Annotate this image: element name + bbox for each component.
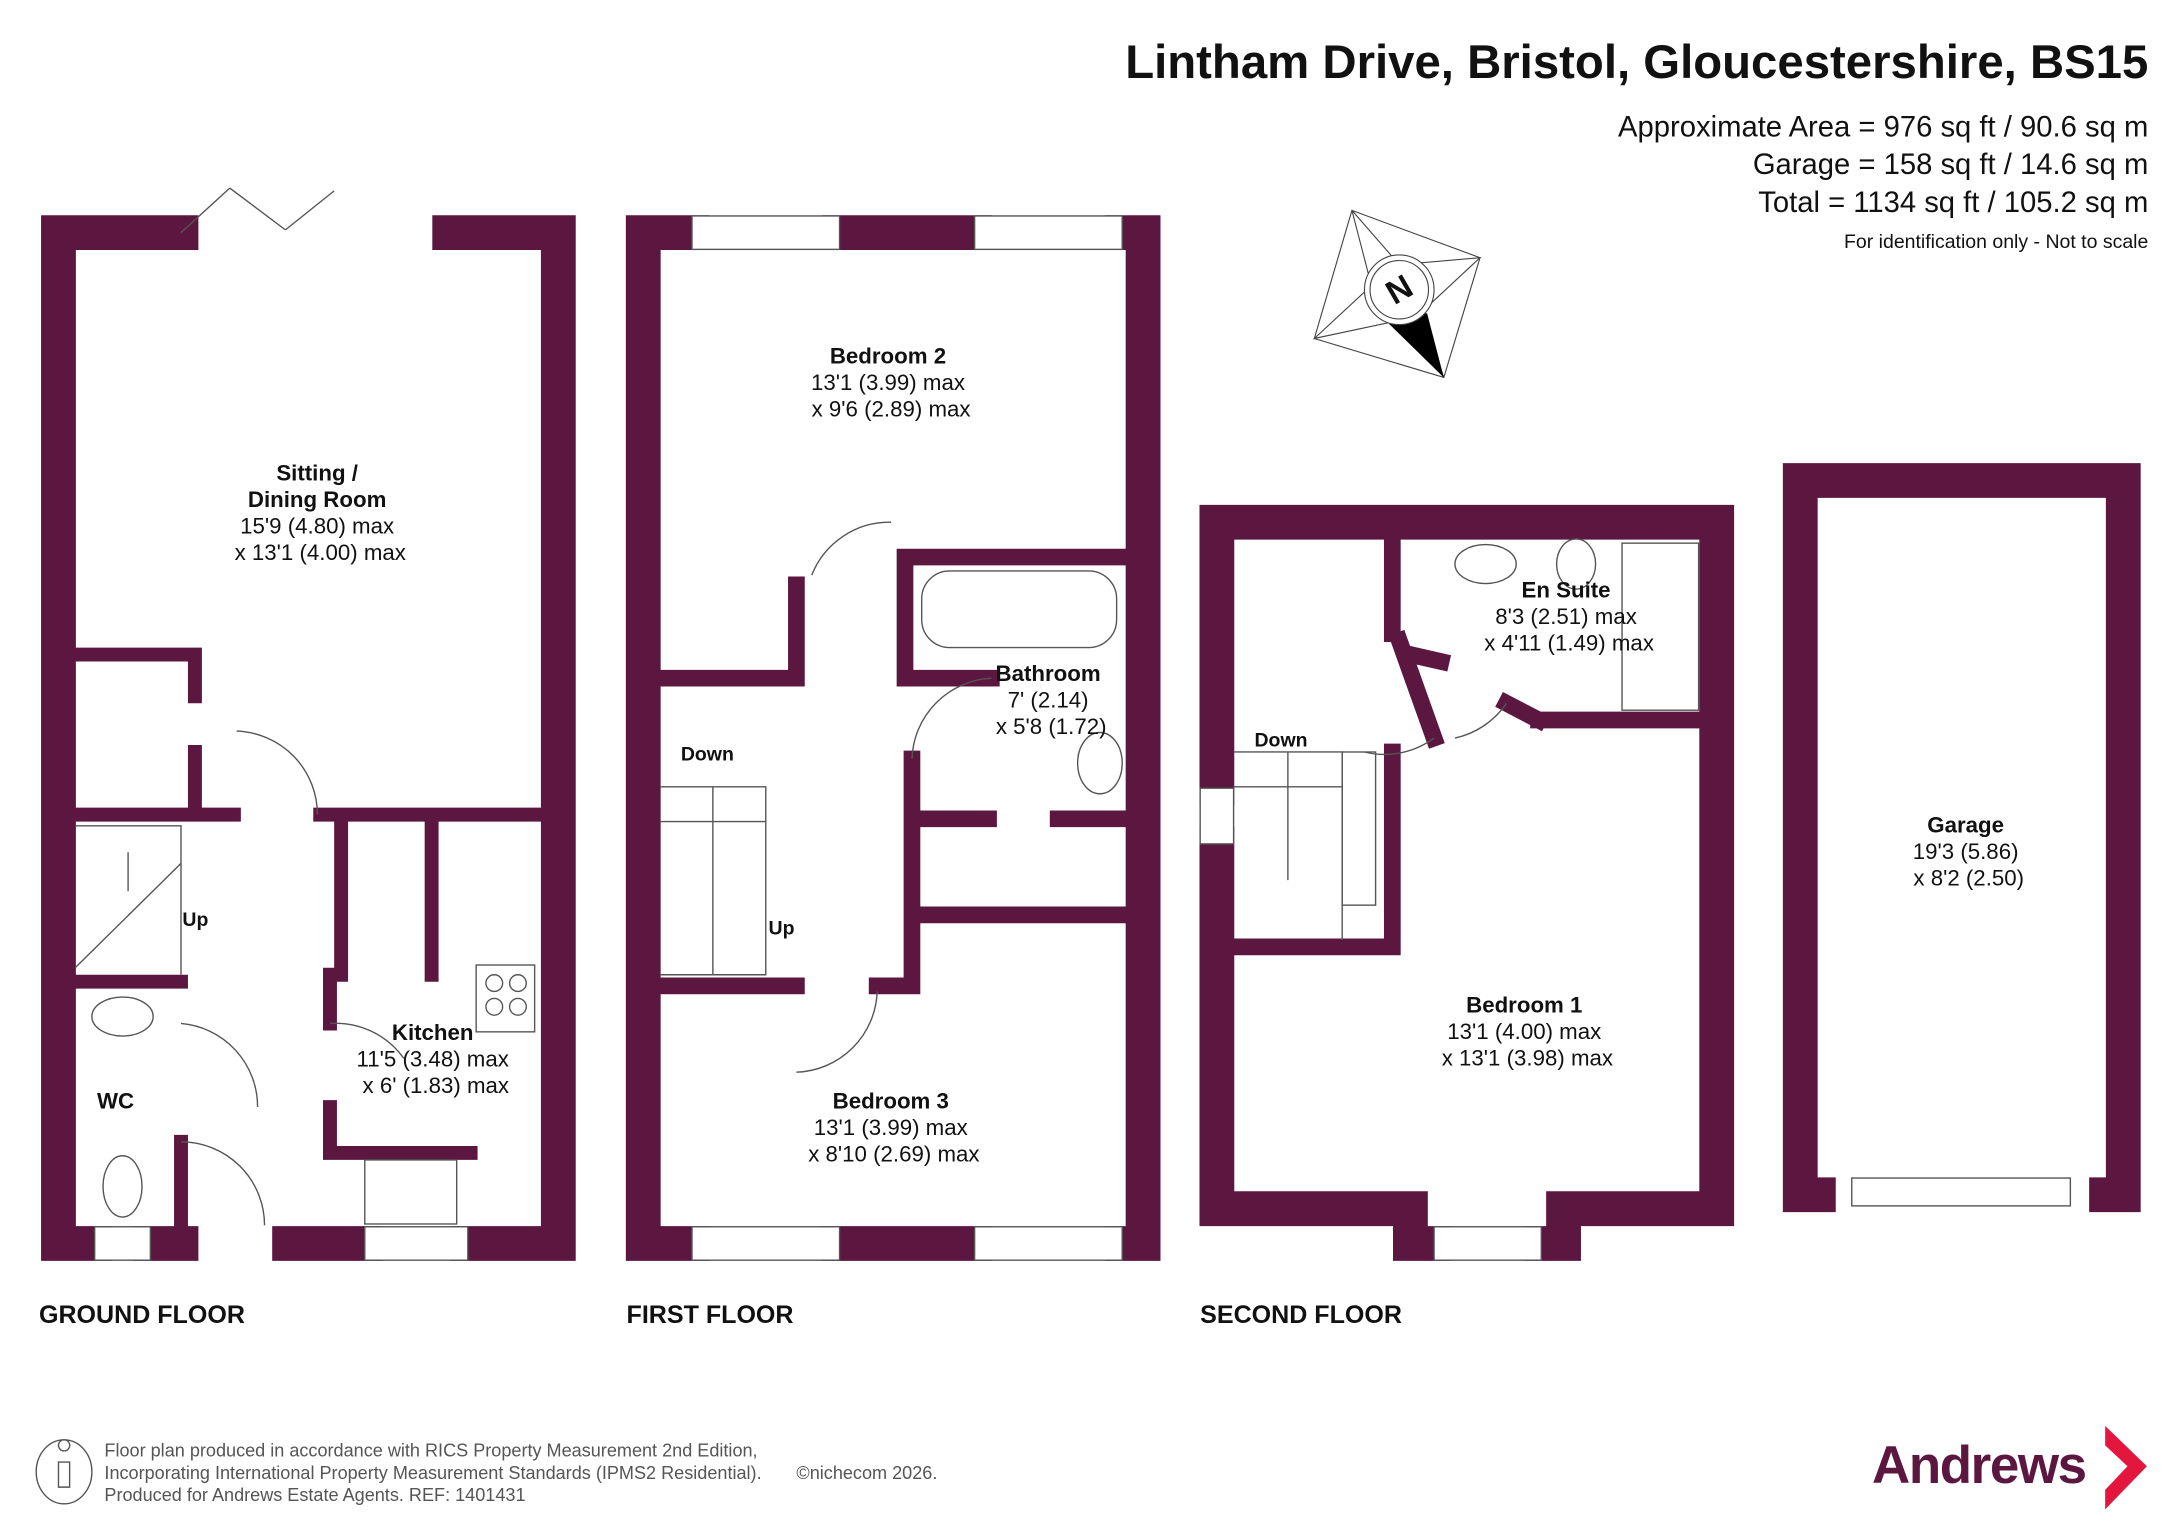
room-bedroom-3: Bedroom 3 13'1 (3.99) max x 8'10 (2.69) … [808, 1088, 979, 1166]
footer: Floor plan produced in accordance with R… [35, 1425, 2147, 1510]
garage: Garage 19'3 (5.86) x 8'2 (2.50) [1782, 463, 2141, 1213]
room-kitchen: Kitchen 11'5 (3.48) max x 6' (1.83) max [357, 1020, 516, 1098]
footer-line-1: Floor plan produced in accordance with R… [104, 1440, 757, 1460]
page-title: Lintham Drive, Bristol, Gloucestershire,… [1125, 36, 2148, 89]
compass-icon: N [1312, 209, 1482, 379]
footer-line-2: Incorporating International Property Mea… [104, 1463, 761, 1483]
room-en-suite: En Suite 8'3 (2.51) max x 4'11 (1.49) ma… [1484, 577, 1654, 655]
stairs-up-label: Up [182, 909, 208, 931]
footer-line-3: Produced for Andrews Estate Agents. REF:… [104, 1485, 525, 1505]
garage-area: Garage = 158 sq ft / 14.6 sq m [1753, 149, 2149, 181]
room-bathroom: Bathroom 7' (2.14) x 5'8 (1.72) [996, 661, 1107, 739]
stairs-down-label: Down [1254, 729, 1307, 751]
first-floor: Bedroom 2 13'1 (3.99) max x 9'6 (2.89) m… [625, 215, 1161, 1329]
stairs-up-label: Up [769, 917, 795, 939]
ground-floor: Sitting / Dining Room 15'9 (4.80) max x … [39, 187, 576, 1329]
disclaimer: For identification only - Not to scale [1844, 231, 2148, 253]
room-bedroom-1: Bedroom 1 13'1 (4.00) max x 13'1 (3.98) … [1442, 992, 1613, 1070]
first-floor-label: FIRST FLOOR [627, 1301, 794, 1329]
second-floor: En Suite 8'3 (2.51) max x 4'11 (1.49) ma… [1199, 504, 1735, 1329]
ground-floor-label: GROUND FLOOR [39, 1301, 245, 1329]
brand-logo: Andrews [1872, 1436, 2086, 1495]
footer-copyright: ©nichecom 2026. [796, 1463, 937, 1483]
person-icon [35, 1439, 93, 1505]
second-floor-label: SECOND FLOOR [1200, 1301, 1402, 1329]
total-area: Total = 1134 sq ft / 105.2 sq m [1758, 187, 2148, 219]
approx-area: Approximate Area = 976 sq ft / 90.6 sq m [1618, 112, 2148, 144]
room-bedroom-2: Bedroom 2 13'1 (3.99) max x 9'6 (2.89) m… [811, 344, 971, 422]
stairs-down-label: Down [681, 743, 734, 765]
brand-arrow-icon [2105, 1425, 2147, 1510]
room-wc: WC [97, 1088, 134, 1113]
room-sitting-dining: Sitting / Dining Room 15'9 (4.80) max x … [235, 460, 406, 564]
room-garage: Garage 19'3 (5.86) x 8'2 (2.50) [1913, 813, 2025, 891]
